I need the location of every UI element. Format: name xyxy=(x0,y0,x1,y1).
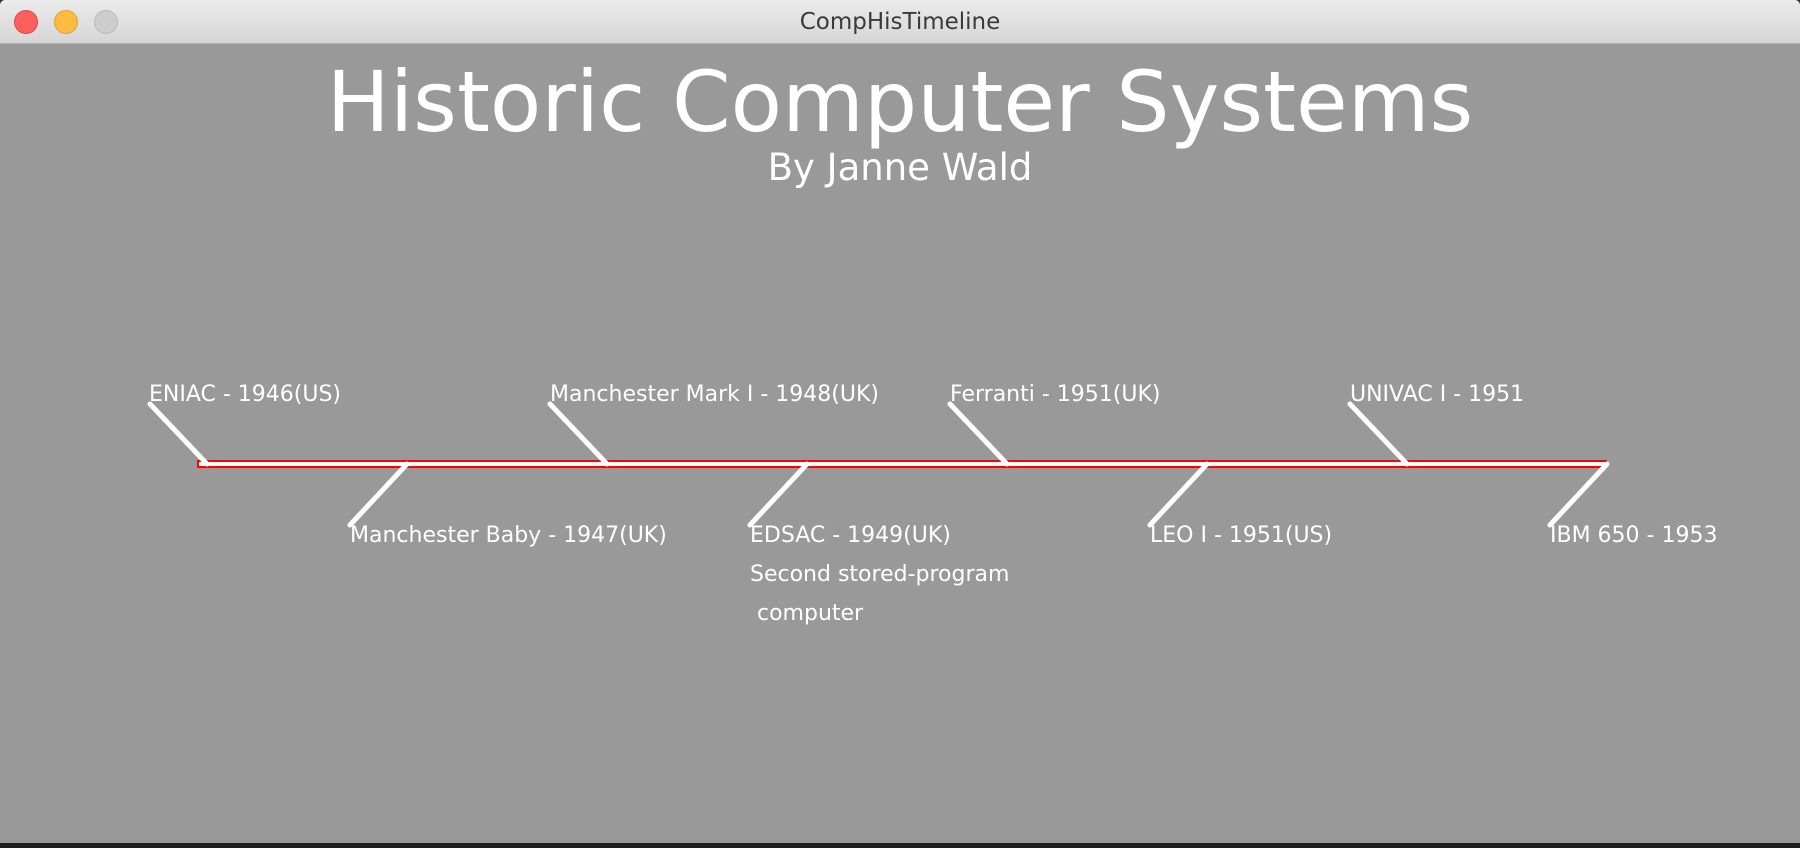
close-window-button[interactable] xyxy=(14,10,38,34)
timeline-connector xyxy=(1147,461,1210,528)
timeline-connector xyxy=(147,401,210,467)
timeline-event-label: Manchester Baby - 1947(UK) xyxy=(350,523,667,548)
timeline-connector xyxy=(347,461,410,528)
title-bar[interactable]: CompHisTimeline xyxy=(0,0,1800,44)
timeline-connector xyxy=(547,401,610,467)
timeline-connector xyxy=(947,401,1010,467)
page-subtitle: By Janne Wald xyxy=(767,146,1033,189)
timeline-connector xyxy=(1547,461,1610,528)
timeline-event-note: Second stored-program computer xyxy=(750,562,1010,626)
window-title: CompHisTimeline xyxy=(799,9,1001,35)
page-title: Historic Computer Systems xyxy=(326,53,1474,151)
timeline-event-label: Ferranti - 1951(UK) xyxy=(950,382,1161,407)
timeline-event-label: EDSAC - 1949(UK) xyxy=(750,523,951,548)
timeline-event-label: LEO I - 1951(US) xyxy=(1150,523,1333,548)
timeline-event-label: UNIVAC I - 1951 xyxy=(1350,382,1525,407)
timeline-event-label: Manchester Mark I - 1948(UK) xyxy=(550,382,879,407)
desktop-strip xyxy=(0,843,1800,848)
timeline-connector xyxy=(1347,401,1410,467)
timeline-connector xyxy=(747,461,810,528)
zoom-window-button[interactable] xyxy=(94,10,118,34)
timeline-event-label: IBM 650 - 1953 xyxy=(1550,523,1718,548)
minimize-window-button[interactable] xyxy=(54,10,78,34)
timeline-event-label: ENIAC - 1946(US) xyxy=(149,382,342,407)
